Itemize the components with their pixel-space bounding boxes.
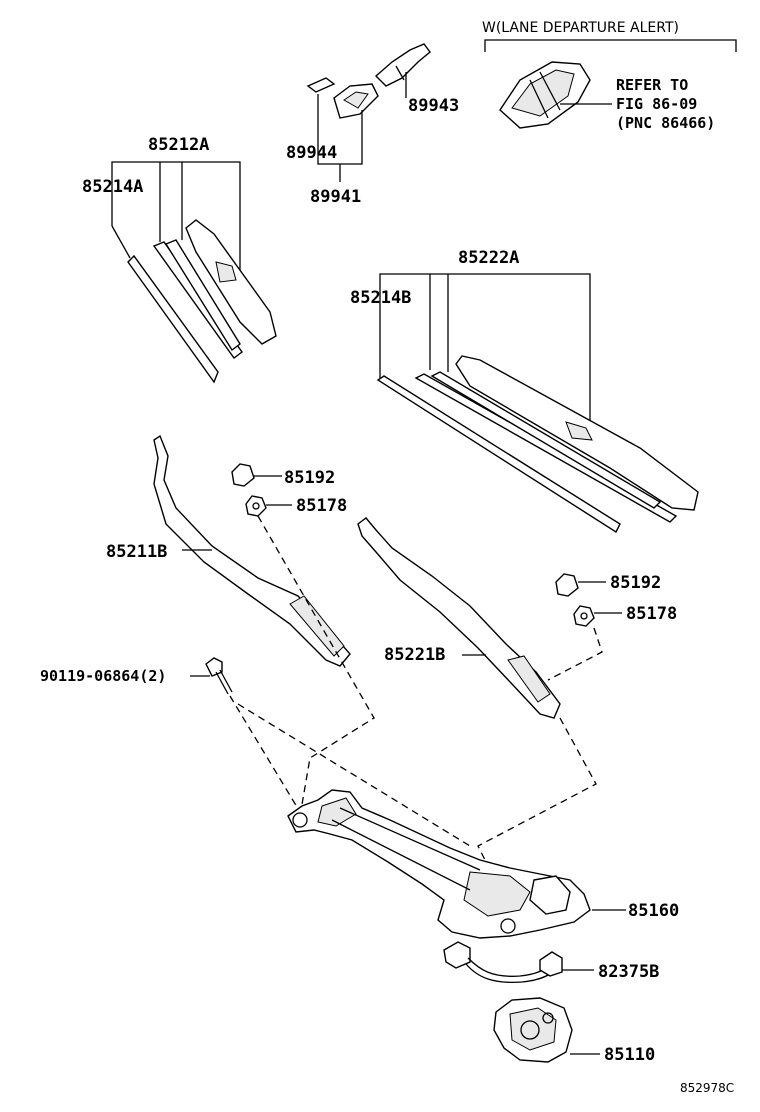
label-85214B: 85214B	[350, 288, 411, 308]
label-85110: 85110	[604, 1045, 655, 1065]
bolt-drawing	[205, 657, 233, 695]
left-cap-85192-drawing	[231, 463, 255, 487]
label-85160: 85160	[628, 901, 679, 921]
label-85221B: 85221B	[384, 645, 445, 665]
label-90119: 90119-06864(2)	[40, 667, 166, 685]
assembly-dashed-lines	[229, 515, 603, 879]
right-arm-drawing	[357, 517, 561, 719]
label-85192-right: 85192	[610, 573, 661, 593]
refer-label-line2: FIG 86-09	[616, 95, 697, 113]
refer-label-line3: (PNC 86466)	[616, 114, 715, 132]
refer-label-line1: REFER TO	[616, 76, 688, 94]
label-85192-left: 85192	[284, 468, 335, 488]
wiper-motor-drawing	[493, 997, 573, 1063]
washer-nozzle-drawing	[306, 43, 431, 119]
label-85178-left: 85178	[296, 496, 347, 516]
figure-code: 852978C	[680, 1081, 734, 1095]
label-89944: 89944	[286, 143, 337, 163]
right-nut-85178-drawing	[573, 605, 595, 627]
label-85214A: 85214A	[82, 177, 143, 197]
label-85222A: 85222A	[458, 248, 519, 268]
bracket-85222A	[379, 273, 591, 432]
option-header-label: W(LANE DEPARTURE ALERT)	[482, 20, 679, 36]
bracket-85212A	[111, 161, 241, 272]
label-85212A: 85212A	[148, 135, 209, 155]
leader-85214A	[111, 225, 131, 259]
label-89941: 89941	[310, 187, 361, 207]
wire-harness-drawing	[443, 941, 563, 984]
left-nut-85178-drawing	[245, 495, 267, 517]
left-blade-drawing	[127, 219, 277, 384]
right-cap-85192-drawing	[555, 573, 579, 597]
option-bracket	[484, 39, 737, 52]
label-89943: 89943	[408, 96, 459, 116]
label-82375B: 82375B	[598, 962, 659, 982]
wiper-linkage-drawing	[287, 789, 591, 939]
right-blade-drawing	[376, 355, 699, 534]
label-85211B: 85211B	[106, 542, 167, 562]
camera-cover-drawing	[499, 61, 591, 129]
label-85178-right: 85178	[626, 604, 677, 624]
